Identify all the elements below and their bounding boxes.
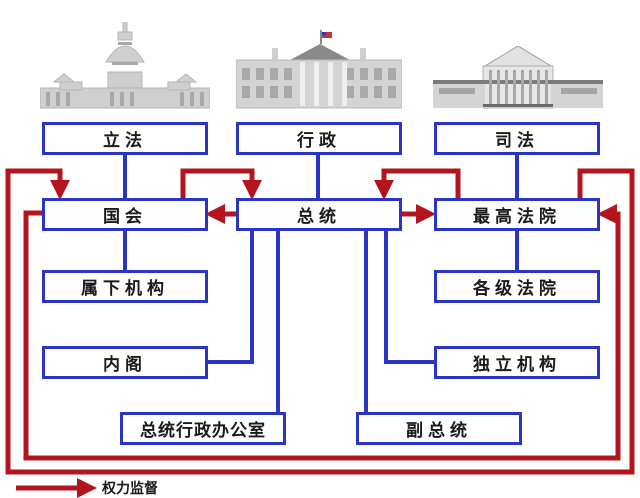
node-cabinet: 内阁 [42, 346, 208, 379]
hierarchy-lines [123, 154, 519, 412]
legend-label: 权力监督 [102, 481, 158, 497]
white-house-icon [236, 30, 402, 109]
node-vice-president: 副总统 [356, 412, 522, 445]
legend: 权力监督 [98, 478, 158, 498]
capitol-building-icon [40, 22, 210, 109]
supreme-court-building-icon [433, 46, 603, 109]
branch-executive: 行政 [236, 122, 402, 155]
node-lower-courts: 各级法院 [434, 270, 600, 303]
branch-judicial: 司法 [434, 122, 600, 155]
node-subordinate-agencies: 属下机构 [42, 270, 208, 303]
node-congress: 国会 [42, 198, 208, 231]
node-supreme-court: 最高法院 [434, 198, 600, 231]
branch-legislative: 立法 [42, 122, 208, 155]
node-independent-agencies: 独立机构 [434, 346, 600, 379]
node-president: 总统 [236, 198, 402, 231]
node-executive-office: 总统行政办公室 [120, 412, 286, 445]
check-arrows [5, 168, 635, 498]
